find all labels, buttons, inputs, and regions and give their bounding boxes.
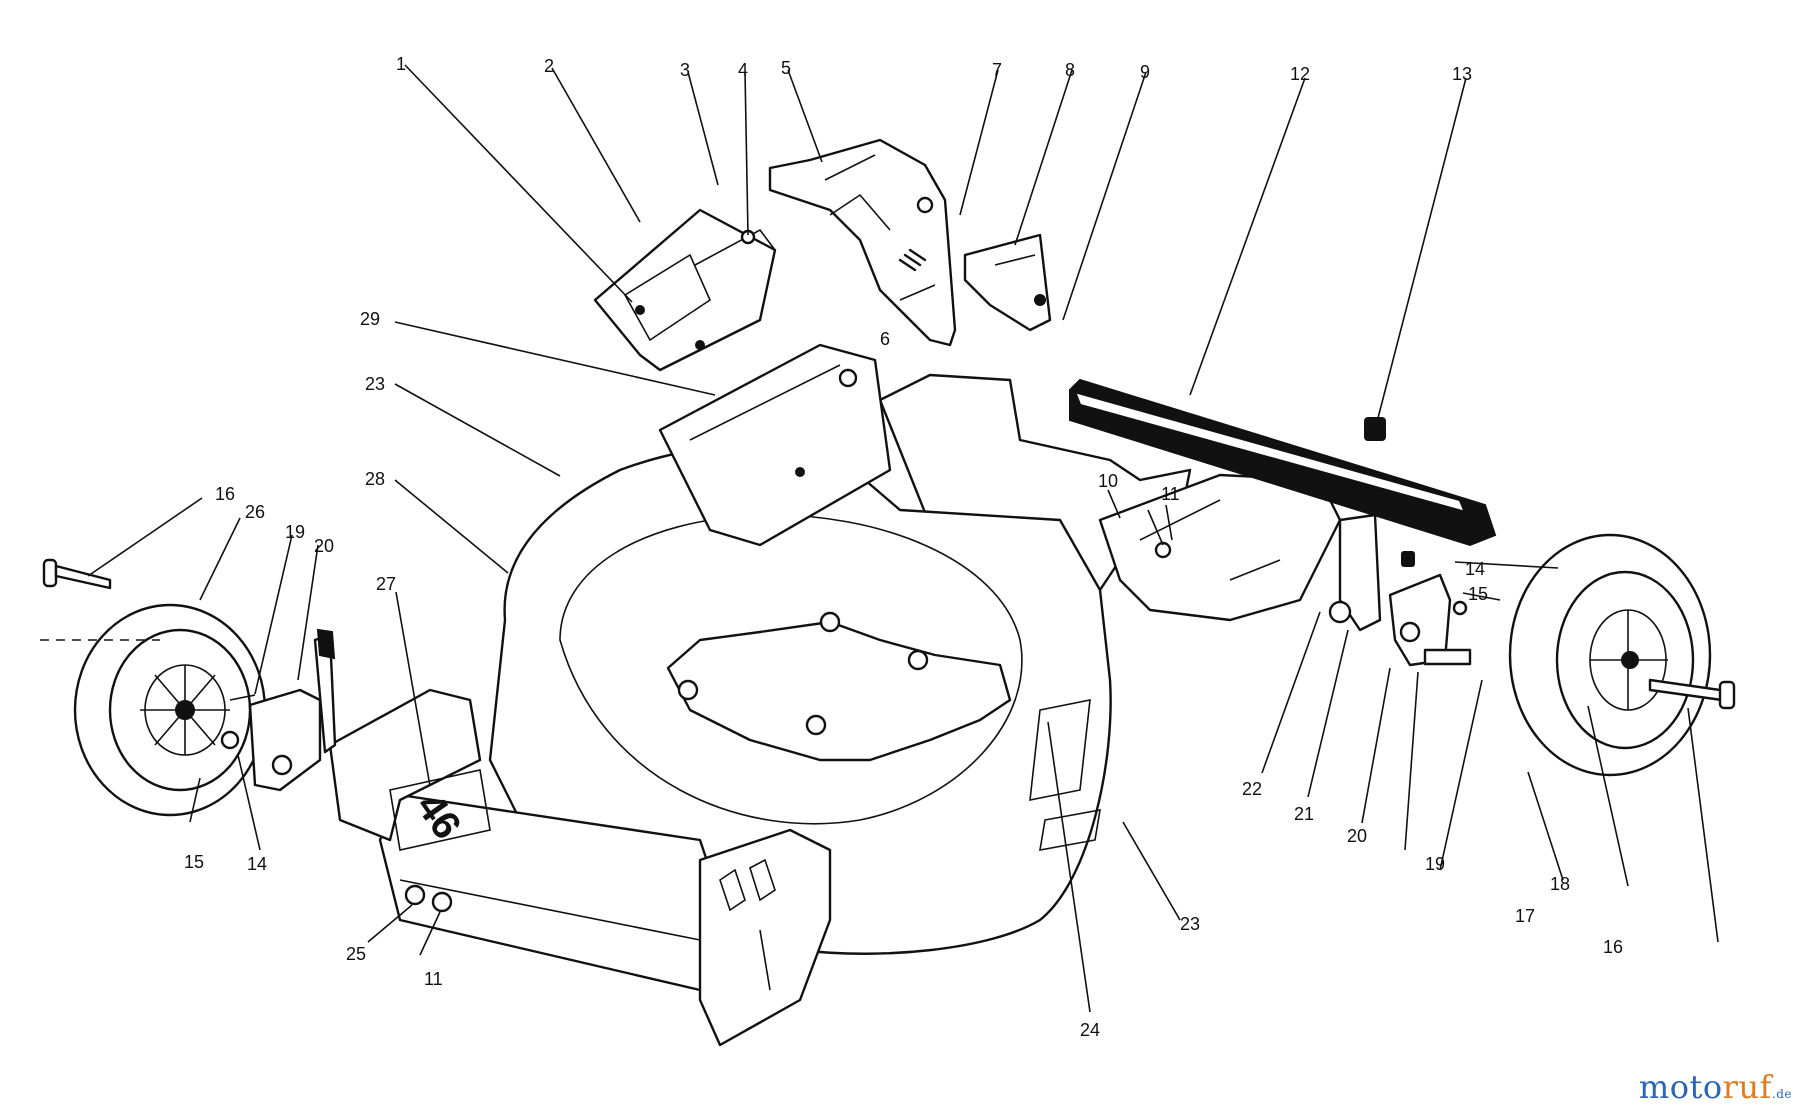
rear-handle-mount bbox=[1098, 473, 1382, 632]
callout-26: 26 bbox=[245, 502, 265, 522]
deck-housing bbox=[328, 373, 1192, 1047]
callout-3: 3 bbox=[680, 60, 690, 80]
callout-16-left: 16 bbox=[215, 484, 235, 504]
callout-7: 7 bbox=[992, 60, 1002, 80]
callout-14-right: 14 bbox=[1465, 559, 1485, 579]
discharge-door bbox=[658, 343, 892, 547]
callout-15-left: 15 bbox=[184, 852, 204, 872]
callout-8: 8 bbox=[1065, 60, 1075, 80]
callout-12: 12 bbox=[1290, 64, 1310, 84]
left-height-adjuster bbox=[220, 628, 337, 792]
callout-28: 28 bbox=[365, 469, 385, 489]
callout-29: 29 bbox=[360, 309, 380, 329]
callout-10: 10 bbox=[1098, 471, 1118, 491]
left-axle-bolt bbox=[42, 558, 112, 590]
rear-guard bbox=[1069, 378, 1497, 547]
watermark-part-a: moto bbox=[1638, 1068, 1723, 1106]
clip-part bbox=[1364, 417, 1386, 441]
callout-9: 9 bbox=[1140, 62, 1150, 82]
watermark-suffix: .de bbox=[1771, 1087, 1792, 1101]
callout-21: 21 bbox=[1294, 804, 1314, 824]
right-height-adjuster bbox=[1328, 551, 1472, 667]
handle-bracket bbox=[768, 138, 957, 347]
watermark-part-b: ruf bbox=[1722, 1068, 1772, 1106]
callout-22: 22 bbox=[1242, 779, 1262, 799]
callout-17: 17 bbox=[1515, 906, 1535, 926]
watermark: motoruf.de bbox=[1639, 1068, 1792, 1106]
right-wheel bbox=[1508, 533, 1712, 777]
callout-25: 25 bbox=[346, 944, 366, 964]
callout-16-right: 16 bbox=[1603, 937, 1623, 957]
callout-24: 24 bbox=[1080, 1020, 1100, 1040]
right-axle-bolt bbox=[1648, 678, 1736, 710]
callout-23-bottom: 23 bbox=[1180, 914, 1200, 934]
callout-13: 13 bbox=[1452, 64, 1472, 84]
front-fasteners bbox=[404, 541, 1172, 913]
callout-20-right: 20 bbox=[1347, 826, 1367, 846]
callout-11-rear: 11 bbox=[1161, 484, 1180, 504]
callout-23-top: 23 bbox=[365, 374, 385, 394]
callout-1: 1 bbox=[396, 54, 406, 74]
callout-19-right: 19 bbox=[1425, 854, 1445, 874]
callout-4: 4 bbox=[738, 60, 748, 80]
adjustment-plate bbox=[963, 233, 1052, 332]
callout-11-front: 11 bbox=[424, 969, 443, 989]
callout-labels: 1 2 3 4 5 6 7 8 9 10 11 11 12 13 14 14 1… bbox=[184, 54, 1623, 1040]
callout-5: 5 bbox=[781, 58, 791, 78]
left-wheel bbox=[40, 603, 267, 817]
callout-18: 18 bbox=[1550, 874, 1570, 894]
callout-2: 2 bbox=[544, 56, 554, 76]
callout-20-left: 20 bbox=[314, 536, 334, 556]
callout-14-left: 14 bbox=[247, 854, 267, 874]
callout-27: 27 bbox=[376, 574, 396, 594]
mounting-plate bbox=[593, 208, 777, 372]
callout-15-right: 15 bbox=[1468, 584, 1488, 604]
callout-19-left: 19 bbox=[285, 522, 305, 542]
leader-lines bbox=[87, 64, 1719, 1013]
callout-6: 6 bbox=[880, 329, 890, 349]
